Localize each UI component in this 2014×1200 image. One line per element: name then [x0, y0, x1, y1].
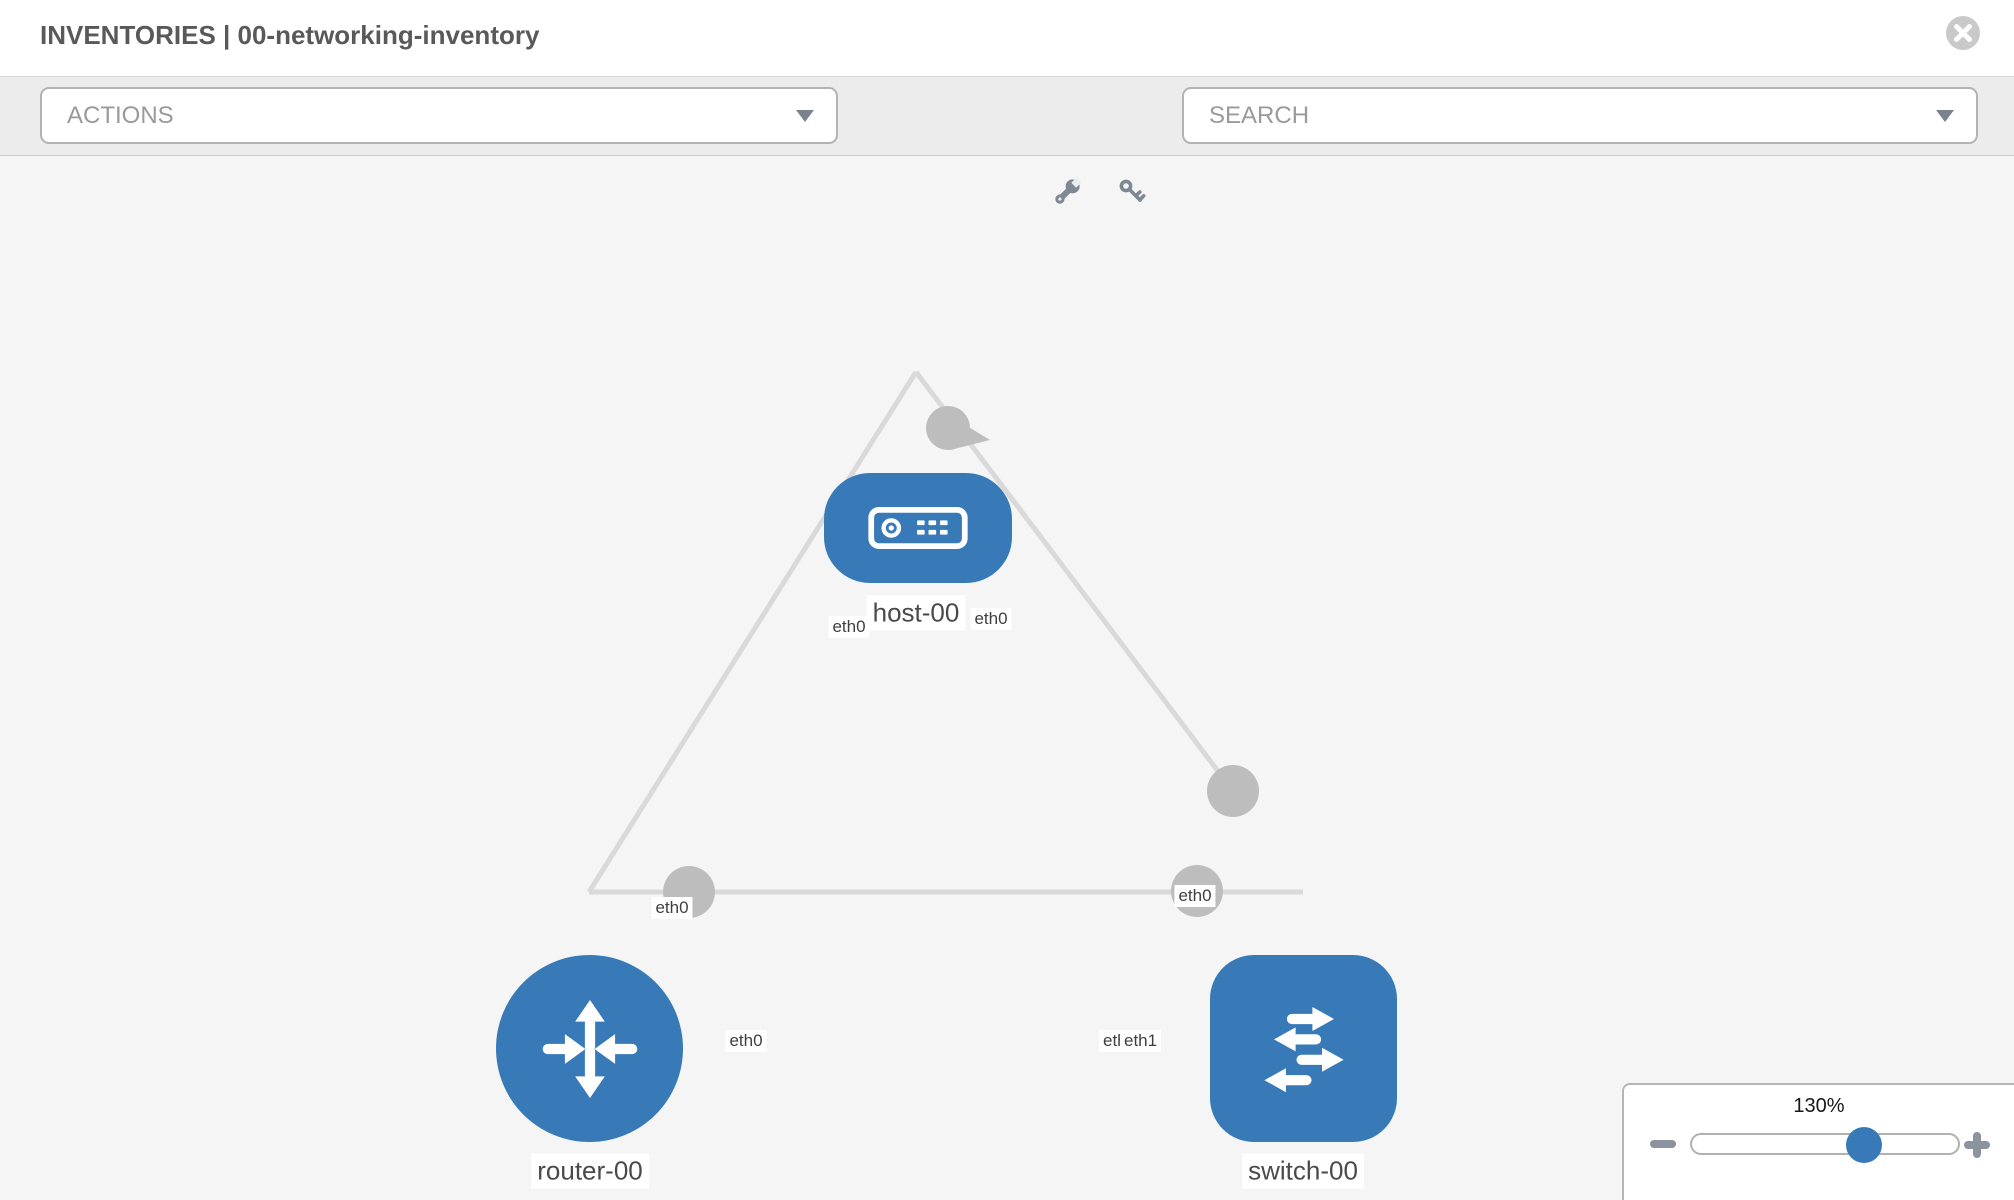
- link-host-router: [586, 370, 919, 894]
- zoom-in-button[interactable]: [1964, 1132, 1990, 1158]
- interface-label-router-link-eth0: eth0: [651, 897, 693, 919]
- interface-label-host-eth0-right: eth0: [970, 608, 1012, 630]
- close-button[interactable]: [1944, 14, 1982, 52]
- node-label-router: router-00: [531, 1153, 649, 1189]
- zoom-slider-track[interactable]: [1690, 1133, 1960, 1155]
- page-title: INVENTORIES | 00-networking-inventory: [40, 20, 540, 50]
- caret-down-icon: [796, 109, 814, 122]
- node-label-switch: switch-00: [1242, 1153, 1364, 1189]
- caret-down-icon: [1936, 109, 1954, 122]
- topology-canvas[interactable]: host-00 router-00 switch-00 eth0 eth0 et…: [0, 157, 2014, 1200]
- port-dot-switch-eth0: [1207, 765, 1259, 817]
- zoom-out-button[interactable]: [1650, 1140, 1676, 1148]
- switch-icon: [1263, 1006, 1344, 1092]
- plus-icon: [1973, 1132, 1981, 1158]
- circle-x-icon: [1946, 16, 1980, 50]
- actions-dropdown[interactable]: ACTIONS: [40, 87, 838, 144]
- link-arrow-icon: [944, 412, 990, 450]
- breadcrumb-header: INVENTORIES | 00-networking-inventory: [0, 0, 2014, 76]
- key-icon: [1119, 179, 1146, 202]
- wrench-icon: [1055, 177, 1082, 204]
- toolbar: ACTIONS SEARCH: [0, 76, 2014, 204]
- router-icon: [542, 999, 637, 1098]
- zoom-slider-thumb[interactable]: [1846, 1127, 1882, 1163]
- search-dropdown[interactable]: SEARCH: [1182, 87, 1978, 144]
- node-host-00[interactable]: [824, 473, 1012, 583]
- interface-label-switch-eth1: eth1: [1120, 1030, 1162, 1052]
- zoom-widget: 130%: [1622, 1083, 2014, 1200]
- node-router-00[interactable]: [496, 955, 683, 1142]
- host-icon: [868, 507, 968, 549]
- interface-label-switch-link-eth0: eth0: [1174, 885, 1216, 907]
- topology-links-layer: [586, 370, 1303, 918]
- zoom-percent-value: 130%: [1793, 1095, 1845, 1117]
- interface-label-router-eth0: eth0: [725, 1030, 767, 1052]
- node-switch-00[interactable]: [1210, 955, 1397, 1142]
- interface-label-host-eth0-left: eth0: [828, 616, 870, 638]
- actions-dropdown-label: ACTIONS: [67, 101, 174, 129]
- wrench-button[interactable]: [1051, 176, 1083, 208]
- search-placeholder: SEARCH: [1209, 101, 1310, 129]
- node-label-host: host-00: [866, 595, 966, 631]
- key-button[interactable]: [1116, 176, 1148, 208]
